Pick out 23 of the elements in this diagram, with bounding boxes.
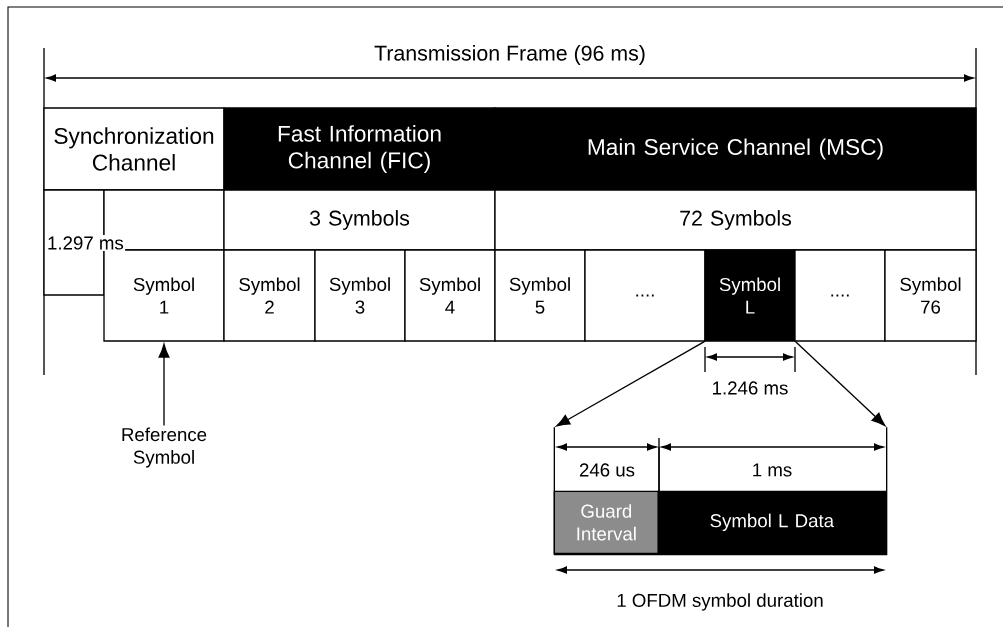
dimension-label: 1.246 ms <box>713 381 788 395</box>
dimension-label: Transmission Frame (96 ms) <box>374 45 645 65</box>
symbol-cell: Symbol 1 <box>103 249 225 342</box>
symbol-cell: Symbol 2 <box>223 249 316 342</box>
guard-interval-box: Guard Interval <box>553 490 659 554</box>
symbol-cell: Symbol 3 <box>314 249 406 342</box>
expanded-symbol-box <box>553 426 888 556</box>
dimension-label: 246 us <box>579 463 635 477</box>
reference-label: Reference Symbol <box>122 427 207 468</box>
ellipsis-cell: .... <box>794 249 886 342</box>
dimension-label: 1 OFDM symbol duration <box>617 593 823 611</box>
arrow <box>556 341 705 427</box>
dimension-label: 1.297 ms <box>48 236 124 250</box>
symbol-cell: Symbol 4 <box>404 249 496 342</box>
symbol-cell: Symbol 5 <box>494 249 586 342</box>
channel-box: Main Service Channel (MSC) <box>494 107 977 191</box>
ellipsis-cell: .... <box>584 249 706 342</box>
symbol-cell: Symbol L <box>704 249 796 342</box>
symbol-cell: Symbol 76 <box>884 249 977 342</box>
symbol-data-box: Symbol L Data <box>657 490 886 554</box>
arrow <box>158 343 170 427</box>
arrow <box>795 341 886 427</box>
channel-box: Fast Information Channel (FIC) <box>223 107 496 191</box>
